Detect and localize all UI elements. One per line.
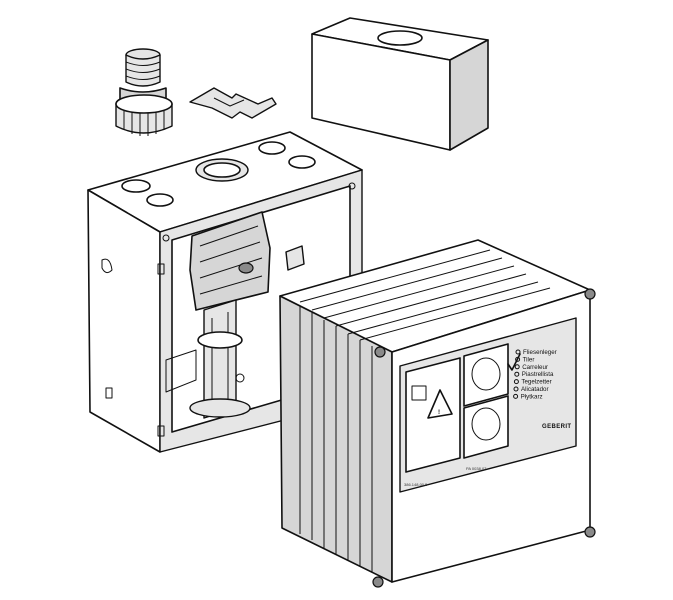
language-bullet	[515, 349, 521, 355]
installation-box	[87, 131, 363, 453]
language-item: Alicatador	[521, 386, 549, 393]
spacer-clip	[189, 87, 277, 119]
threaded-connector	[115, 48, 173, 136]
language-bullet	[513, 379, 519, 385]
language-item: Carreleur	[522, 364, 548, 371]
checkmark-icon	[507, 353, 521, 371]
language-bullet	[514, 371, 520, 377]
language-item: Tegelzetter	[521, 379, 551, 386]
language-bullet	[515, 356, 521, 362]
language-item: Płytkarz	[521, 393, 543, 400]
language-item: Fliesenleger	[523, 349, 557, 356]
language-bullet	[513, 393, 519, 399]
code-left: 386.148.00.5	[404, 482, 428, 487]
language-bullet	[513, 386, 519, 392]
language-bullet	[514, 364, 520, 370]
language-list: FliesenlegerTilerCarreleurPiastrellistaT…	[513, 349, 557, 400]
code-right: PA 0038.07	[466, 466, 487, 471]
protective-cover: ! FliesenlegerTilerCarreleurPiastrellist…	[279, 239, 596, 588]
language-item: Tiler	[523, 356, 535, 363]
brand-logo-text: GEBERIT	[542, 424, 571, 430]
language-item: Piastrellista	[522, 371, 554, 378]
foam-block	[311, 17, 489, 151]
warning-triangle-icon: !	[427, 389, 453, 419]
svg-text:!: !	[438, 409, 440, 416]
